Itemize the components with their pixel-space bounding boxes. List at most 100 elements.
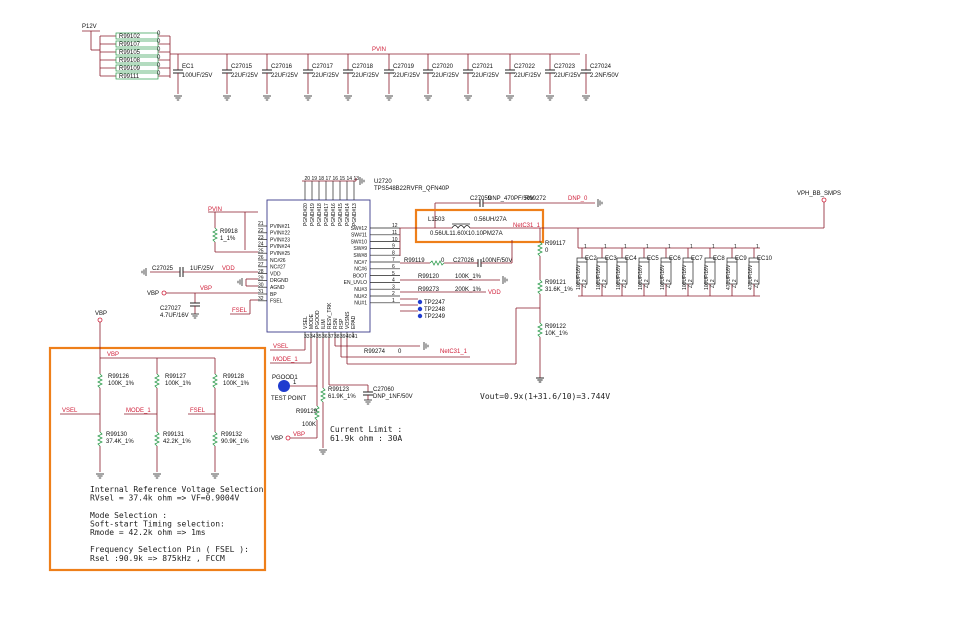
input-resistor: [115, 56, 159, 64]
output-stage: C27059 DNP_470PF/50V R99272 DNP_0 L1503 …: [334, 191, 841, 401]
config-note-line: Mode Selection :: [90, 511, 167, 520]
ic-pin-number: 29: [258, 276, 264, 282]
input-resistor: [115, 72, 159, 80]
output-cap-polarity: Z_2: [732, 279, 738, 288]
input-resistor-ref: R99111: [119, 74, 140, 80]
input-resistor: [115, 32, 159, 40]
ic-pin-name: RSN: [333, 318, 339, 329]
config-note-line: Rsel :90.9k => 875kHz , FCCM: [90, 554, 225, 563]
ic-pin-number: 11: [392, 230, 397, 236]
vsel-net-label: VSEL: [273, 344, 289, 350]
ic-ref: U2720: [374, 179, 392, 185]
ic-pin-number: 24: [258, 242, 264, 248]
ic-pin-name: NC#7: [354, 260, 367, 266]
input-cap-ref: C27017: [312, 64, 334, 70]
config-resistor-value: 100K_1%: [165, 381, 192, 387]
input-resistor-ref: R99102: [119, 34, 141, 40]
ic-pin-number: 20: [305, 176, 311, 182]
ic-pin-name: PVIN#22: [270, 231, 290, 237]
input-cap-value: 22UF/25V: [231, 73, 258, 79]
ic-pin-number: 14: [347, 176, 353, 182]
output-cap-polarity: Z_2: [754, 279, 760, 288]
ic-pin-name: AGND: [270, 285, 285, 291]
pvin-net-label-2: PVIN: [208, 207, 222, 213]
p12v-label: P12V: [82, 24, 97, 30]
tp2248-label: TP2248: [424, 307, 446, 313]
output-cap-ref: EC3: [605, 256, 617, 262]
ic-pin-number: 1: [392, 298, 395, 304]
output-cap-value: 100UF/16V: [660, 264, 666, 290]
ic-pin-name: PVIN#23: [270, 237, 290, 243]
pgood-label: TEST POINT: [271, 396, 307, 402]
ic-pin-number: 12: [392, 223, 398, 229]
output-cap-pin: 1: [604, 244, 607, 250]
ic-pin-number: 37: [328, 334, 334, 340]
ic-body: [266, 199, 371, 333]
ic-pin-name: ILIM: [321, 319, 327, 329]
ic-pin-number: 40: [346, 334, 352, 340]
vout-equation: Vout=0.9x(1+31.6/10)=3.744V: [480, 392, 610, 401]
ic-pin-number: 4: [392, 278, 395, 284]
current-limit-value: 61.9k ohm : 30A: [330, 434, 402, 443]
config-resistor-value: 37.4K_1%: [106, 439, 134, 445]
ic-pin-name: VSEL: [303, 316, 309, 329]
input-cap-ref: C27019: [393, 64, 415, 70]
vdd-net-label-2: VDD: [488, 290, 501, 296]
r99120-ref: R99120: [418, 274, 440, 280]
tp2249-label: TP2249: [424, 314, 446, 320]
r99129-ref: R99129: [296, 409, 318, 415]
r99117-value: 0: [545, 248, 549, 254]
config-resistor-value: 42.2K_1%: [163, 439, 191, 445]
ic-pin-name: MODE: [309, 313, 315, 329]
output-cap-ref: EC2: [585, 256, 597, 262]
dnp0-net-label: DNP_0: [568, 196, 588, 202]
fsel-config-label: FSEL: [190, 408, 206, 414]
c27027-value: 4.7UF/16V: [160, 313, 189, 319]
c27060-value: DNP_1NF/50V: [373, 394, 413, 400]
input-capacitor-bank: EC1100UF/25VC2701522UF/25VC2701622UF/25V…: [173, 54, 619, 101]
ic-pin-number: 34: [310, 334, 316, 340]
input-cap-value: 100UF/25V: [182, 73, 212, 79]
ic-pin-name: NU#2: [354, 294, 367, 300]
r99122-ref: R99122: [545, 324, 567, 330]
input-resistor-value: 0: [157, 47, 161, 53]
r99120-value: 100K_1%: [455, 274, 482, 280]
output-cap-polarity: Z_2: [644, 279, 650, 288]
output-cap-value: 100UF/16V: [616, 264, 622, 290]
output-cap-value: 470UF/16V: [748, 264, 754, 290]
input-cap-value: 22UF/25V: [472, 73, 499, 79]
ic-pin-name: RESV_TRK: [327, 302, 333, 329]
output-cap-polarity: Z_2: [622, 279, 628, 288]
ic-pin-number: 35: [316, 334, 322, 340]
c27060-ref: C27060: [373, 387, 395, 393]
output-cap-value: 100UF/16V: [638, 264, 644, 290]
ic-pin-number: 9: [392, 244, 395, 250]
config-resistor-value: 90.9K_1%: [221, 439, 249, 445]
output-cap-pin: 1: [646, 244, 649, 250]
config-resistor-ref: R99128: [223, 374, 245, 380]
ic-top-pins: 20PGND#2019PGND#1918PGND#1817PGND#1716PG…: [303, 176, 359, 226]
input-cap-value: 22UF/25V: [393, 73, 420, 79]
config-resistor-ref: R99130: [106, 432, 128, 438]
ic-pin-number: 17: [326, 176, 332, 182]
input-resistor-ref: R99107: [119, 42, 141, 48]
vbp-net-label: VBP: [200, 286, 212, 292]
c27026-ref: C27026: [453, 258, 475, 264]
output-cap-pin: 1: [734, 244, 737, 250]
inductor-highlight-box: [414, 208, 545, 244]
ic-pin-number: 32: [258, 296, 264, 302]
ic-pin-name: NC#27: [270, 265, 286, 271]
output-cap-ref: EC9: [735, 256, 747, 262]
ic-pin-name: BP: [270, 292, 277, 298]
ic-pin-name: PGND#15: [338, 203, 344, 226]
config-resistor-ref: R99132: [221, 432, 243, 438]
ic-pin-name: EPAD: [351, 315, 357, 329]
vph-port-label: VPH_BB_SMPS: [797, 191, 841, 197]
input-resistor: [115, 48, 159, 56]
ic-pin-name: PGND#19: [310, 203, 316, 226]
config-resistor-dividers: R99126100K_1%R9913037.4K_1%R99127100K_1%…: [95, 358, 250, 479]
ic-pin-number: 41: [352, 334, 358, 340]
